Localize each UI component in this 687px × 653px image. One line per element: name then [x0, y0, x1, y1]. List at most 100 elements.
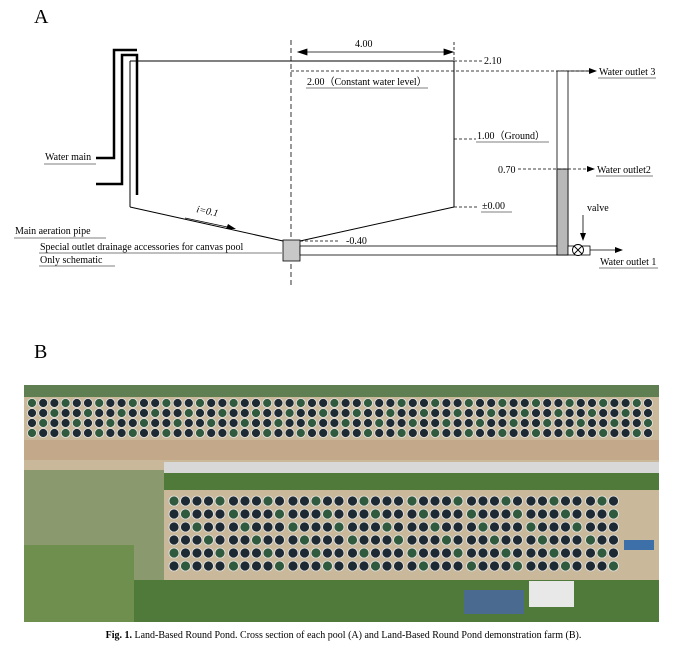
- pond-circle: [295, 428, 306, 438]
- pond-circle: [537, 508, 548, 520]
- pond-circle: [27, 418, 37, 428]
- pond-circle: [310, 521, 322, 533]
- water-main-pipes: [96, 48, 139, 195]
- pond-circle: [406, 521, 418, 533]
- pond-circle: [284, 418, 295, 428]
- pond-circle: [251, 418, 261, 428]
- pond-circle: [466, 508, 477, 520]
- pond-circle: [27, 428, 37, 438]
- pond-circle: [168, 534, 180, 546]
- pond-circle: [441, 428, 452, 438]
- pond-circle: [274, 495, 285, 507]
- pond-circle: [500, 560, 512, 572]
- pond-circle: [519, 398, 530, 408]
- pond-circle: [525, 508, 537, 520]
- pond-circle: [596, 534, 608, 546]
- pond-circle: [273, 428, 284, 438]
- pond-circle: [150, 398, 161, 408]
- pond-circle: [191, 534, 203, 546]
- pond-circle: [407, 418, 418, 428]
- pond-circle: [531, 398, 541, 408]
- pond-circle: [596, 521, 608, 533]
- pond-circle: [310, 534, 322, 546]
- pond-circle: [83, 398, 93, 408]
- pond-circle: [489, 495, 500, 507]
- pond-circle: [318, 398, 329, 408]
- level-100-label: 1.00（Ground）: [477, 130, 545, 142]
- pond-circle: [429, 495, 441, 507]
- pond-circle: [418, 495, 429, 507]
- pond-circle: [83, 408, 93, 418]
- pond-circle: [560, 547, 571, 559]
- pond-circle: [508, 408, 519, 418]
- pond-circle: [620, 428, 631, 438]
- pond-circle: [429, 534, 441, 546]
- pond-circle: [251, 508, 262, 520]
- panel-a-label: A: [34, 6, 49, 28]
- pond-circle: [564, 428, 575, 438]
- pond-circle: [228, 408, 239, 418]
- pond-circle: [333, 508, 345, 520]
- pond-circle: [273, 398, 284, 408]
- pond-circle: [172, 408, 183, 418]
- pond-circle: [262, 418, 273, 428]
- pond-circle: [441, 547, 452, 559]
- pond-circle: [299, 495, 310, 507]
- pond-circle: [239, 534, 251, 546]
- pond-circle: [596, 508, 608, 520]
- pond-circle: [585, 508, 596, 520]
- pond-circle: [508, 398, 519, 408]
- pond-circle: [183, 398, 194, 408]
- special-outlet-label: Special outlet drainage accessories for …: [40, 242, 243, 253]
- outlet-3-label: Water outlet 3: [599, 67, 655, 78]
- pond-circle: [542, 428, 553, 438]
- pond-circle: [60, 408, 71, 418]
- pond-circle: [571, 508, 583, 520]
- pond-circle: [489, 560, 500, 572]
- pond-circle: [329, 428, 340, 438]
- pond-circle: [49, 418, 60, 428]
- pond-circle: [419, 408, 429, 418]
- pond-circle: [596, 560, 608, 572]
- pond-circle: [596, 547, 608, 559]
- pond-circle: [214, 534, 226, 546]
- pond-circle: [463, 428, 474, 438]
- pond-circle: [585, 521, 596, 533]
- pond-circle: [262, 398, 273, 408]
- pond-circle: [419, 428, 429, 438]
- pond-circle: [452, 428, 463, 438]
- pond-circle: [172, 428, 183, 438]
- pond-circle: [358, 521, 370, 533]
- valve-icon: [572, 244, 584, 256]
- pond-circle: [441, 418, 452, 428]
- pond-circle: [139, 428, 149, 438]
- pond-circle: [548, 534, 560, 546]
- pond-circle: [239, 508, 251, 520]
- pond-circle: [310, 560, 322, 572]
- pond-circle: [217, 418, 228, 428]
- pond-circle: [105, 428, 116, 438]
- pond-circle: [116, 398, 127, 408]
- drain-pipe: [299, 245, 569, 256]
- pond-circle: [203, 495, 214, 507]
- pond-circle: [452, 495, 464, 507]
- pond-circle: [537, 521, 548, 533]
- pond-circle: [228, 560, 239, 572]
- pond-circle: [598, 418, 609, 428]
- pond-circle: [609, 408, 620, 418]
- pond-circle: [262, 521, 274, 533]
- pond-circle: [161, 408, 172, 418]
- pond-circle: [274, 521, 285, 533]
- pond-circle: [299, 508, 310, 520]
- pond-circle: [500, 547, 512, 559]
- pond-circle: [587, 428, 597, 438]
- pond-circle: [608, 495, 619, 507]
- pond-circle: [214, 521, 226, 533]
- pond-circle: [486, 428, 497, 438]
- pond-circle: [71, 418, 82, 428]
- pond-circle: [512, 495, 523, 507]
- pond-circle: [525, 534, 537, 546]
- pond-circle: [396, 408, 407, 418]
- width-dimension: [296, 42, 455, 61]
- pond-circle: [560, 508, 571, 520]
